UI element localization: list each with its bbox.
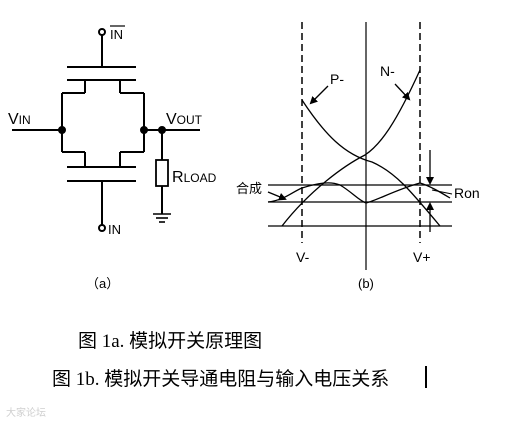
ron-pointer bbox=[431, 189, 453, 195]
ron-graph bbox=[267, 22, 453, 270]
p-curve bbox=[301, 99, 441, 227]
vout-label: VOUT bbox=[166, 111, 203, 128]
n-arrow bbox=[394, 83, 411, 101]
caption-fig-1a: 图 1a. 模拟开关原理图 bbox=[78, 331, 263, 352]
n-curve bbox=[281, 69, 421, 227]
vout-node bbox=[140, 126, 148, 134]
vplus-label: V+ bbox=[413, 249, 431, 265]
in-bar-terminal bbox=[98, 28, 106, 36]
in-terminal bbox=[98, 224, 106, 232]
p-arrow bbox=[309, 85, 329, 105]
combined-curve bbox=[267, 182, 451, 204]
caption-fig-1b: 图 1b. 模拟开关导通电阻与输入电压关系 bbox=[52, 369, 390, 390]
switch-circuit bbox=[12, 28, 200, 232]
in-label: IN bbox=[108, 222, 121, 237]
p-label: P- bbox=[330, 71, 344, 87]
panel-label-b: (b) bbox=[358, 276, 374, 291]
panel-label-a: （a） bbox=[86, 276, 119, 291]
vin-node bbox=[58, 126, 66, 134]
ron-label: Ron bbox=[454, 185, 480, 201]
figure-canvas: VIN VOUT RLOAD IN IN （a） P- N- 合成 Ron V-… bbox=[8, 22, 480, 291]
rload-label: RLOAD bbox=[172, 169, 217, 186]
vout-subscript: OUT bbox=[177, 113, 203, 127]
ground-icon bbox=[153, 213, 171, 223]
load-resistor bbox=[155, 159, 169, 187]
text-cursor bbox=[425, 366, 427, 388]
watermark: 大家论坛 bbox=[6, 408, 46, 419]
combined-label: 合成 bbox=[236, 181, 262, 196]
in-bar-label: IN bbox=[110, 27, 123, 42]
vminus-label: V- bbox=[296, 249, 310, 265]
n-label: N- bbox=[380, 63, 395, 79]
combined-arrow bbox=[267, 191, 287, 201]
vin-subscript: IN bbox=[19, 113, 31, 127]
vin-label: VIN bbox=[8, 111, 31, 128]
